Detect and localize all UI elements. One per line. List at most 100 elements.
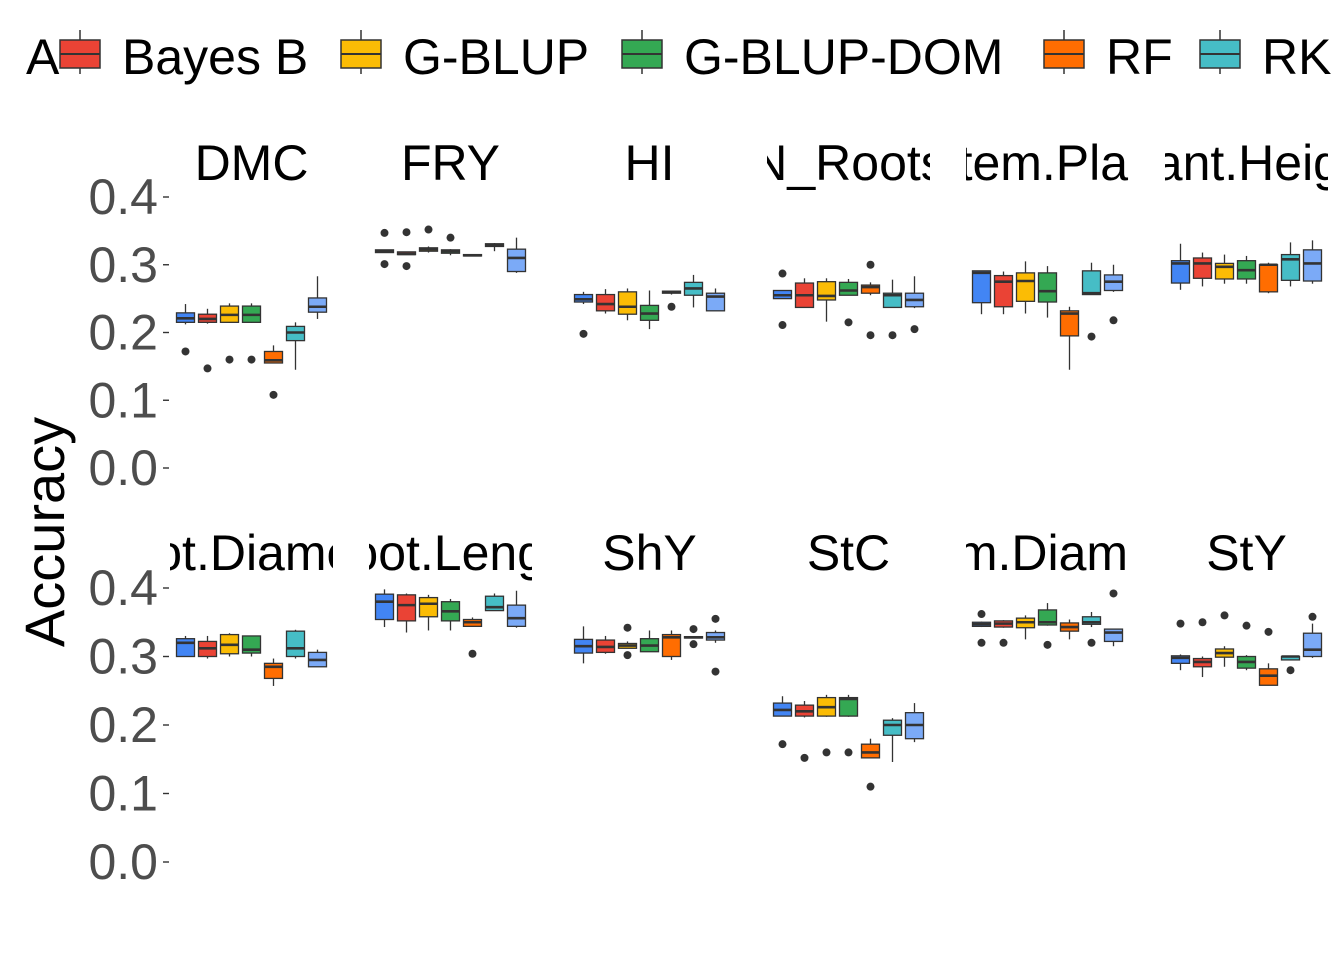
y-tick-label: 0.3 <box>88 237 158 293</box>
box-outlier <box>1308 612 1317 621</box>
box-method-3 <box>816 278 837 322</box>
box-body <box>882 292 903 309</box>
box-body <box>1280 253 1301 281</box>
y-tick-label: 0.4 <box>88 560 158 616</box>
legend-label: Bayes B <box>122 29 308 85</box>
box-method-2 <box>595 635 616 654</box>
y-axis-title: Accuracy <box>13 417 76 647</box>
box-body <box>860 284 881 294</box>
facet-panel-sty: StY <box>1170 525 1323 686</box>
box-outlier <box>822 748 831 757</box>
box-method-2 <box>595 289 616 314</box>
legend-item-g-blup: G-BLUP <box>340 29 589 85</box>
box-outlier <box>866 260 875 269</box>
box-method-3 <box>617 623 638 660</box>
box-body <box>1192 257 1213 279</box>
box-outlier <box>778 740 787 749</box>
box-outlier <box>689 640 698 649</box>
box-method-7 <box>904 276 925 334</box>
box-method-1 <box>1170 619 1191 671</box>
box-body <box>838 281 859 296</box>
box-body <box>993 274 1014 308</box>
box-outlier <box>778 321 787 330</box>
box-method-3 <box>1015 261 1036 314</box>
box-outlier <box>380 260 389 269</box>
box-method-7 <box>705 288 726 312</box>
box-body <box>263 350 284 364</box>
box-method-6 <box>882 718 903 762</box>
box-body <box>882 719 903 736</box>
box-outlier <box>689 625 698 634</box>
box-outlier <box>402 262 411 271</box>
box-method-1 <box>1170 243 1191 290</box>
facet-strip-title: FRY <box>401 135 500 191</box>
box-body <box>506 604 527 628</box>
box-outlier <box>1176 619 1185 628</box>
box-method-7 <box>1302 612 1323 658</box>
box-method-3 <box>617 288 638 321</box>
facet-strip-title: Root.Diameter <box>90 525 412 581</box>
box-method-5 <box>1258 262 1279 294</box>
facet-strip-title: HI <box>625 135 675 191</box>
box-outlier <box>579 329 588 338</box>
box-body <box>1103 628 1124 643</box>
box-method-4 <box>241 635 262 657</box>
box-method-5 <box>263 345 284 399</box>
y-tick-label: 0.0 <box>88 834 158 890</box>
legend-label: A <box>26 29 60 85</box>
box-method-4 <box>639 630 660 653</box>
box-method-2 <box>794 278 815 309</box>
box-body <box>175 638 196 658</box>
box-body <box>1302 249 1323 282</box>
box-body <box>1037 272 1058 303</box>
box-outlier <box>225 355 234 364</box>
box-method-6 <box>882 279 903 340</box>
box-outlier <box>1198 618 1207 627</box>
box-method-5 <box>661 290 682 311</box>
box-method-1 <box>772 696 793 749</box>
box-method-2 <box>794 701 815 762</box>
facet-strip-title: DMC <box>195 135 309 191</box>
box-method-5 <box>263 658 284 686</box>
box-method-2 <box>396 593 417 633</box>
legend-item-g-blup-dom: G-BLUP-DOM <box>621 29 1003 85</box>
box-method-1 <box>175 304 196 356</box>
box-method-5 <box>661 630 682 660</box>
box-method-3 <box>219 633 240 657</box>
box-body <box>617 291 638 315</box>
facet-panel-stem-plant: Stem.Plant <box>966 135 1129 370</box>
box-method-6 <box>484 243 505 252</box>
box-outlier <box>1264 627 1273 636</box>
y-tick-label: 0.3 <box>88 629 158 685</box>
box-method-6 <box>1280 655 1301 675</box>
facet-panel-fry: FRY <box>374 135 527 273</box>
box-method-4 <box>241 303 262 364</box>
box-method-1 <box>573 291 594 338</box>
box-body <box>838 696 859 717</box>
facet-strip-title: StC <box>807 525 890 581</box>
box-method-1 <box>971 270 992 315</box>
box-method-6 <box>1081 611 1102 647</box>
box-method-7 <box>506 237 527 273</box>
box-body <box>1170 260 1191 284</box>
facet-strip-title: Stem.Diameter <box>881 525 1214 581</box>
facet-strip-title: ShY <box>602 525 697 581</box>
box-method-2 <box>1192 618 1213 678</box>
box-method-7 <box>904 703 925 743</box>
box-outlier <box>711 614 720 623</box>
box-outlier <box>711 667 720 676</box>
facet-strip-title: StY <box>1206 525 1287 581</box>
box-body <box>860 743 881 759</box>
box-body <box>1081 270 1102 296</box>
box-outlier <box>424 225 433 234</box>
box-method-7 <box>307 649 328 668</box>
box-method-3 <box>418 225 439 253</box>
box-method-4 <box>1037 266 1058 318</box>
box-body <box>1258 668 1279 686</box>
box-method-4 <box>1037 603 1058 649</box>
box-method-6 <box>1280 242 1301 287</box>
